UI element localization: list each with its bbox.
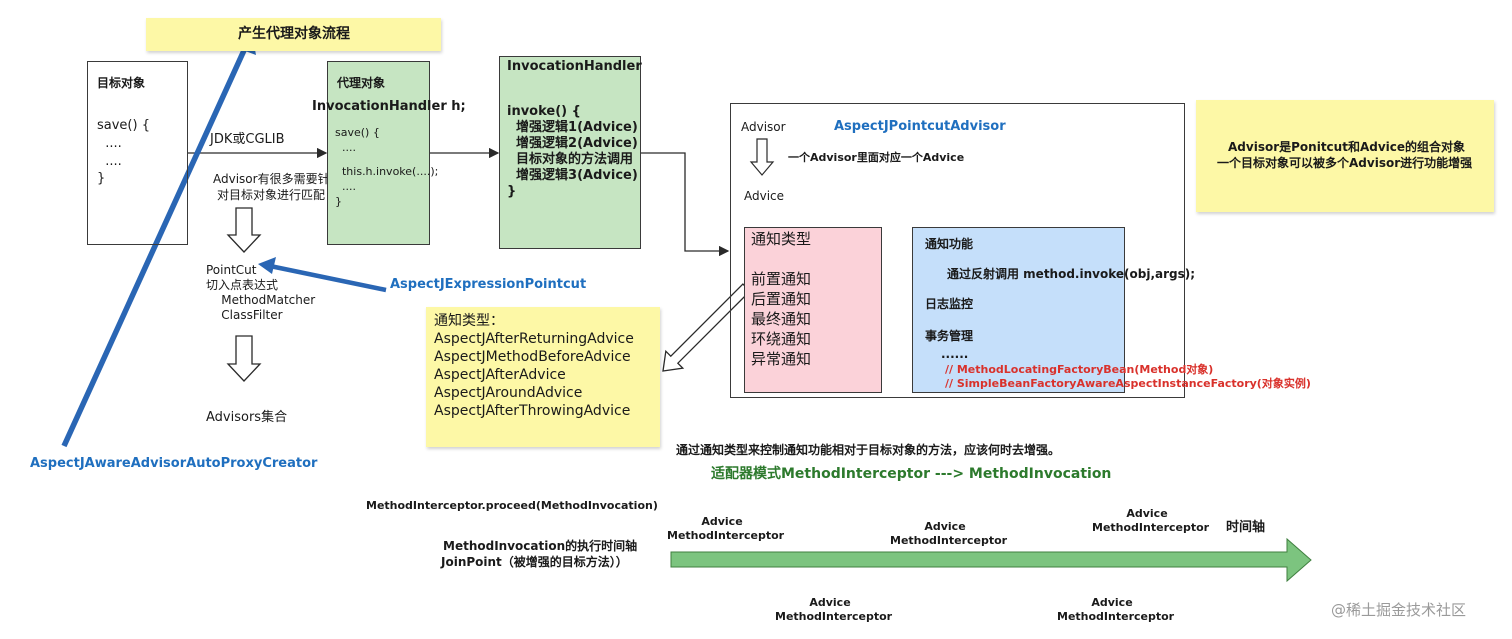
interceptor-group-4: Advice MethodInterceptor — [775, 596, 893, 625]
advice-function-box: 通知功能 通过反射调用 method.invoke(obj,args); 日志监… — [912, 227, 1311, 393]
interceptor-name-5: MethodInterceptor — [1057, 610, 1175, 624]
interceptor-advice-3: Advice — [1126, 507, 1168, 520]
handler-title: InvocationHandler — [507, 59, 642, 74]
handler-code-line-2: 增强逻辑1(Advice) — [507, 120, 638, 135]
proxy-code-line-6: } — [335, 195, 342, 208]
target-code-line-1: save() { — [97, 118, 150, 133]
advisors-collection-label: Advisors集合 — [206, 410, 288, 425]
advice-function-reflect: 通过反射调用 method.invoke(obj,args); — [947, 267, 1196, 281]
advisor-class-name: AspectJPointcutAdvisor — [834, 119, 1006, 134]
proxy-code-line-5: .... — [335, 180, 356, 193]
advice-types-note-line-6: AspectJAfterThrowingAdvice — [434, 403, 631, 419]
handler-code-line-3: 增强逻辑2(Advice) — [507, 136, 638, 151]
advice-type-item-2: 后置通知 — [751, 290, 812, 308]
proxy-code-line-1: save() { — [335, 126, 380, 139]
advice-types-note-line-4: AspectJAfterAdvice — [434, 367, 566, 383]
jdk-cglib-label: JDK或CGLIB — [210, 132, 285, 147]
advice-types-note-line-2: AspectJAfterReturningAdvice — [434, 331, 634, 347]
interceptor-advice-5: Advice — [1091, 596, 1133, 609]
invocation-line-1: MethodInvocation的执行时间轴 — [443, 539, 638, 553]
advice-type-item-1: 前置通知 — [751, 270, 812, 288]
proxy-object-title: 代理对象 — [337, 76, 386, 90]
timeline-label: 时间轴 — [1226, 520, 1266, 535]
advice-type-item-4: 环绕通知 — [751, 330, 812, 348]
handler-code-line-1: invoke() { — [507, 104, 581, 119]
advisor-definition-note: Advisor是Ponitcut和Advice的组合对象 一个目标对象可以被多个… — [1196, 100, 1494, 212]
advice-type-item-5: 异常通知 — [751, 350, 812, 368]
expression-pointcut-label: AspectJExpressionPointcut — [390, 277, 587, 292]
advisor-note-line-2: 一个目标对象可以被多个Advisor进行功能增强 — [1217, 156, 1473, 170]
advice-function-log: 日志监控 — [925, 297, 974, 311]
advice-label: Advice — [744, 189, 785, 203]
handler-code-line-5: 增强逻辑3(Advice) — [507, 168, 638, 183]
interceptor-name-4: MethodInterceptor — [775, 610, 893, 624]
interceptor-name-3: MethodInterceptor — [1092, 521, 1210, 535]
advice-types-note-line-3: AspectJMethodBeforeAdvice — [434, 349, 631, 365]
proceed-text: MethodInterceptor.proceed(MethodInvocati… — [366, 499, 658, 512]
target-object-box: 目标对象 save() { .... .... } — [87, 61, 188, 245]
handler-code-line-4: 目标对象的方法调用 — [507, 152, 634, 167]
advisor-relation-label: 一个Advisor里面对应一个Advice — [788, 151, 965, 164]
proxy-object-box: 代理对象 InvocationHandler h; save() { .... … — [312, 61, 466, 245]
advisor-label: Advisor — [741, 120, 786, 134]
invocation-handler-box: InvocationHandler invoke() { 增强逻辑1(Advic… — [499, 56, 642, 249]
advice-types-note: 通知类型： AspectJAfterReturningAdvice Aspect… — [426, 307, 660, 447]
advice-function-tx: 事务管理 — [925, 329, 974, 343]
interceptor-group-5: Advice MethodInterceptor — [1057, 596, 1175, 625]
advice-types-note-line-5: AspectJAroundAdvice — [434, 385, 583, 401]
advice-types-note-line-1: 通知类型： — [434, 313, 504, 329]
advisor-match-line-2: 对目标对象进行匹配 — [217, 188, 326, 202]
advice-types-title: 通知类型 — [751, 230, 812, 248]
invocation-line-2: JoinPoint（被增强的目标方法）） — [441, 555, 628, 569]
advice-function-comment-1: // MethodLocatingFactoryBean(Method对象) — [945, 363, 1214, 376]
blue-arrow-expression-pointcut — [269, 263, 387, 293]
advisor-note-line-1: Advisor是Ponitcut和Advice的组合对象 — [1228, 140, 1466, 154]
interceptor-name-1: MethodInterceptor — [667, 529, 785, 543]
interceptor-name-2: MethodInterceptor — [890, 534, 1008, 548]
proxy-handler-field: InvocationHandler h; — [312, 99, 466, 114]
interceptor-group-1: Advice MethodInterceptor — [667, 515, 785, 544]
interceptor-advice-4: Advice — [809, 596, 851, 609]
pointcut-line-1: PointCut — [206, 263, 257, 277]
control-text: 通过通知类型来控制通知功能相对于目标对象的方法，应该何时去增强。 — [676, 443, 1061, 457]
interceptor-group-3: Advice MethodInterceptor — [1092, 507, 1210, 536]
proxy-code-line-4: this.h.invoke(....); — [335, 165, 439, 178]
target-code-line-4: } — [97, 171, 106, 186]
advice-type-item-3: 最终通知 — [751, 310, 812, 328]
proxy-code-line-2: .... — [335, 141, 356, 154]
title-note: 产生代理对象流程 — [146, 18, 441, 51]
advice-function-comment-2: // SimpleBeanFactoryAwareAspectInstanceF… — [945, 377, 1311, 390]
advice-types-box: 通知类型 前置通知 后置通知 最终通知 环绕通知 异常通知 — [744, 227, 882, 393]
pointcut-line-3: MethodMatcher — [206, 293, 316, 307]
interceptor-advice-2: Advice — [924, 520, 966, 533]
interceptor-advice-1: Advice — [701, 515, 743, 528]
title-text: 产生代理对象流程 — [238, 26, 350, 42]
advice-function-title: 通知功能 — [925, 237, 974, 251]
pointcut-line-4: ClassFilter — [206, 308, 283, 322]
target-code-line-2: .... — [97, 136, 122, 151]
advice-function-ellipsis: ...... — [941, 347, 969, 361]
target-object-title: 目标对象 — [97, 76, 146, 90]
arrow-handler-to-advisor — [641, 152, 730, 257]
advisor-match-line-1: Advisor有很多需要针 — [213, 172, 330, 186]
hollow-arrow-to-advisors — [226, 335, 262, 382]
target-code-line-3: .... — [97, 154, 122, 169]
watermark: @稀土掘金技术社区 — [1331, 601, 1467, 619]
pointcut-line-2: 切入点表达式 — [206, 278, 279, 292]
auto-proxy-creator-label: AspectJAwareAdvisorAutoProxyCreator — [30, 456, 318, 471]
hollow-arrow-to-pointcut — [226, 207, 262, 253]
interceptor-group-2: Advice MethodInterceptor — [890, 520, 1008, 549]
handler-code-line-6: } — [507, 184, 517, 199]
advisor-container: Advisor AspectJPointcutAdvisor 一个Advisor… — [730, 103, 1311, 398]
adapter-text: 适配器模式MethodInterceptor ---> MethodInvoca… — [711, 466, 1112, 482]
